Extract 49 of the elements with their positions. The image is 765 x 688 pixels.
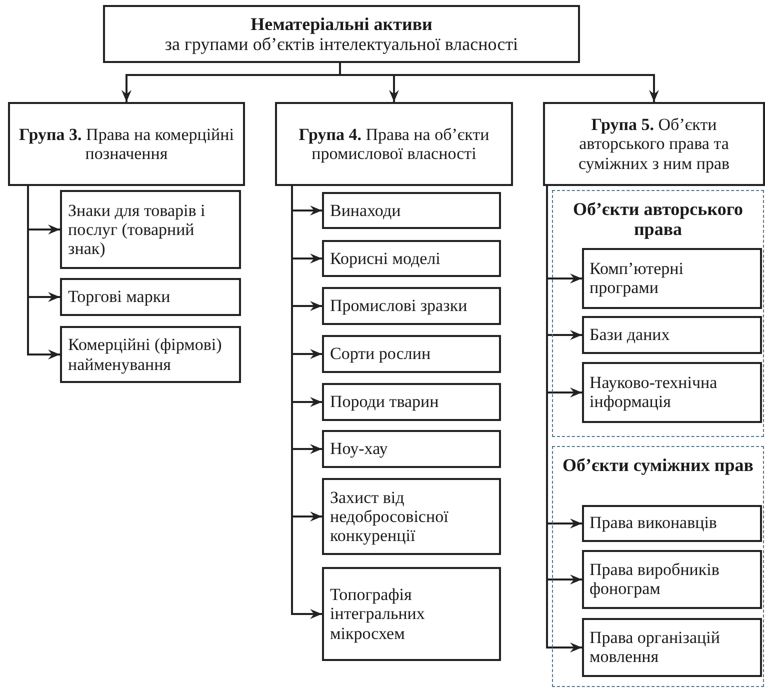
item-box [322, 478, 501, 555]
item-box [582, 618, 762, 676]
node-label: Бази даних [590, 324, 671, 344]
item-box [322, 192, 501, 229]
item-box [322, 240, 501, 277]
node-label: Топографія інтегральних мікросхем [330, 585, 426, 643]
title-subheading: за групами об’єктів інтелектуальної власності [164, 34, 520, 54]
item-box [582, 550, 762, 608]
dashed-panel [552, 190, 764, 437]
node-label: Корисні моделі [330, 248, 442, 268]
item-box [582, 316, 762, 354]
group-box [543, 102, 765, 186]
panel-heading: Об’єкти авторського права [572, 199, 744, 240]
node-label: Група 3. Права на комерційні позначення [18, 124, 235, 164]
group-box [8, 102, 245, 186]
node-label: Ноу-хау [330, 439, 389, 459]
item-box [322, 383, 501, 421]
item-box [60, 190, 241, 269]
node-label: Науково-технічна інформація [590, 372, 718, 412]
node-label: Знаки для товарів і послуг (товарний знак) [68, 200, 206, 258]
item-box [582, 248, 762, 308]
node-label: Промислові зразки [330, 296, 468, 316]
title-box [103, 5, 580, 63]
item-box [582, 362, 762, 422]
node-label: Комп’ютерні програми [590, 258, 684, 298]
node-label: Група 4. Права на об’єкти промислової власності [298, 124, 490, 164]
node-label: Права організацій мовлення [590, 628, 721, 666]
item-box [582, 504, 762, 542]
node-label: Права виробників фонограм [590, 560, 720, 598]
node-label: Права виконавців [590, 513, 718, 533]
item-box [322, 335, 501, 373]
arrow [27, 186, 60, 360]
item-box [60, 278, 241, 316]
item-box [322, 287, 501, 325]
node-label: Захист від недобросовісної конкуренції [330, 488, 450, 546]
dashed-panel [552, 446, 764, 687]
node-label: Винаходи [330, 200, 402, 220]
node-label: Комерційні (фірмові) найменування [68, 335, 223, 374]
panel-heading: Об’єкти суміжних прав [561, 455, 755, 476]
item-box [322, 567, 501, 661]
node-label: Група 5. Об’єкти авторського права та суміжних з ним прав [577, 115, 731, 173]
item-box [322, 430, 501, 468]
node-label: Сорти рослин [330, 344, 432, 364]
title-heading: Нематеріальні активи [250, 14, 434, 34]
node-label: Торгові марки [68, 287, 172, 307]
arrow [339, 63, 659, 102]
item-box [60, 326, 241, 383]
group-box [275, 102, 513, 186]
node-label: Породи тварин [330, 392, 440, 412]
